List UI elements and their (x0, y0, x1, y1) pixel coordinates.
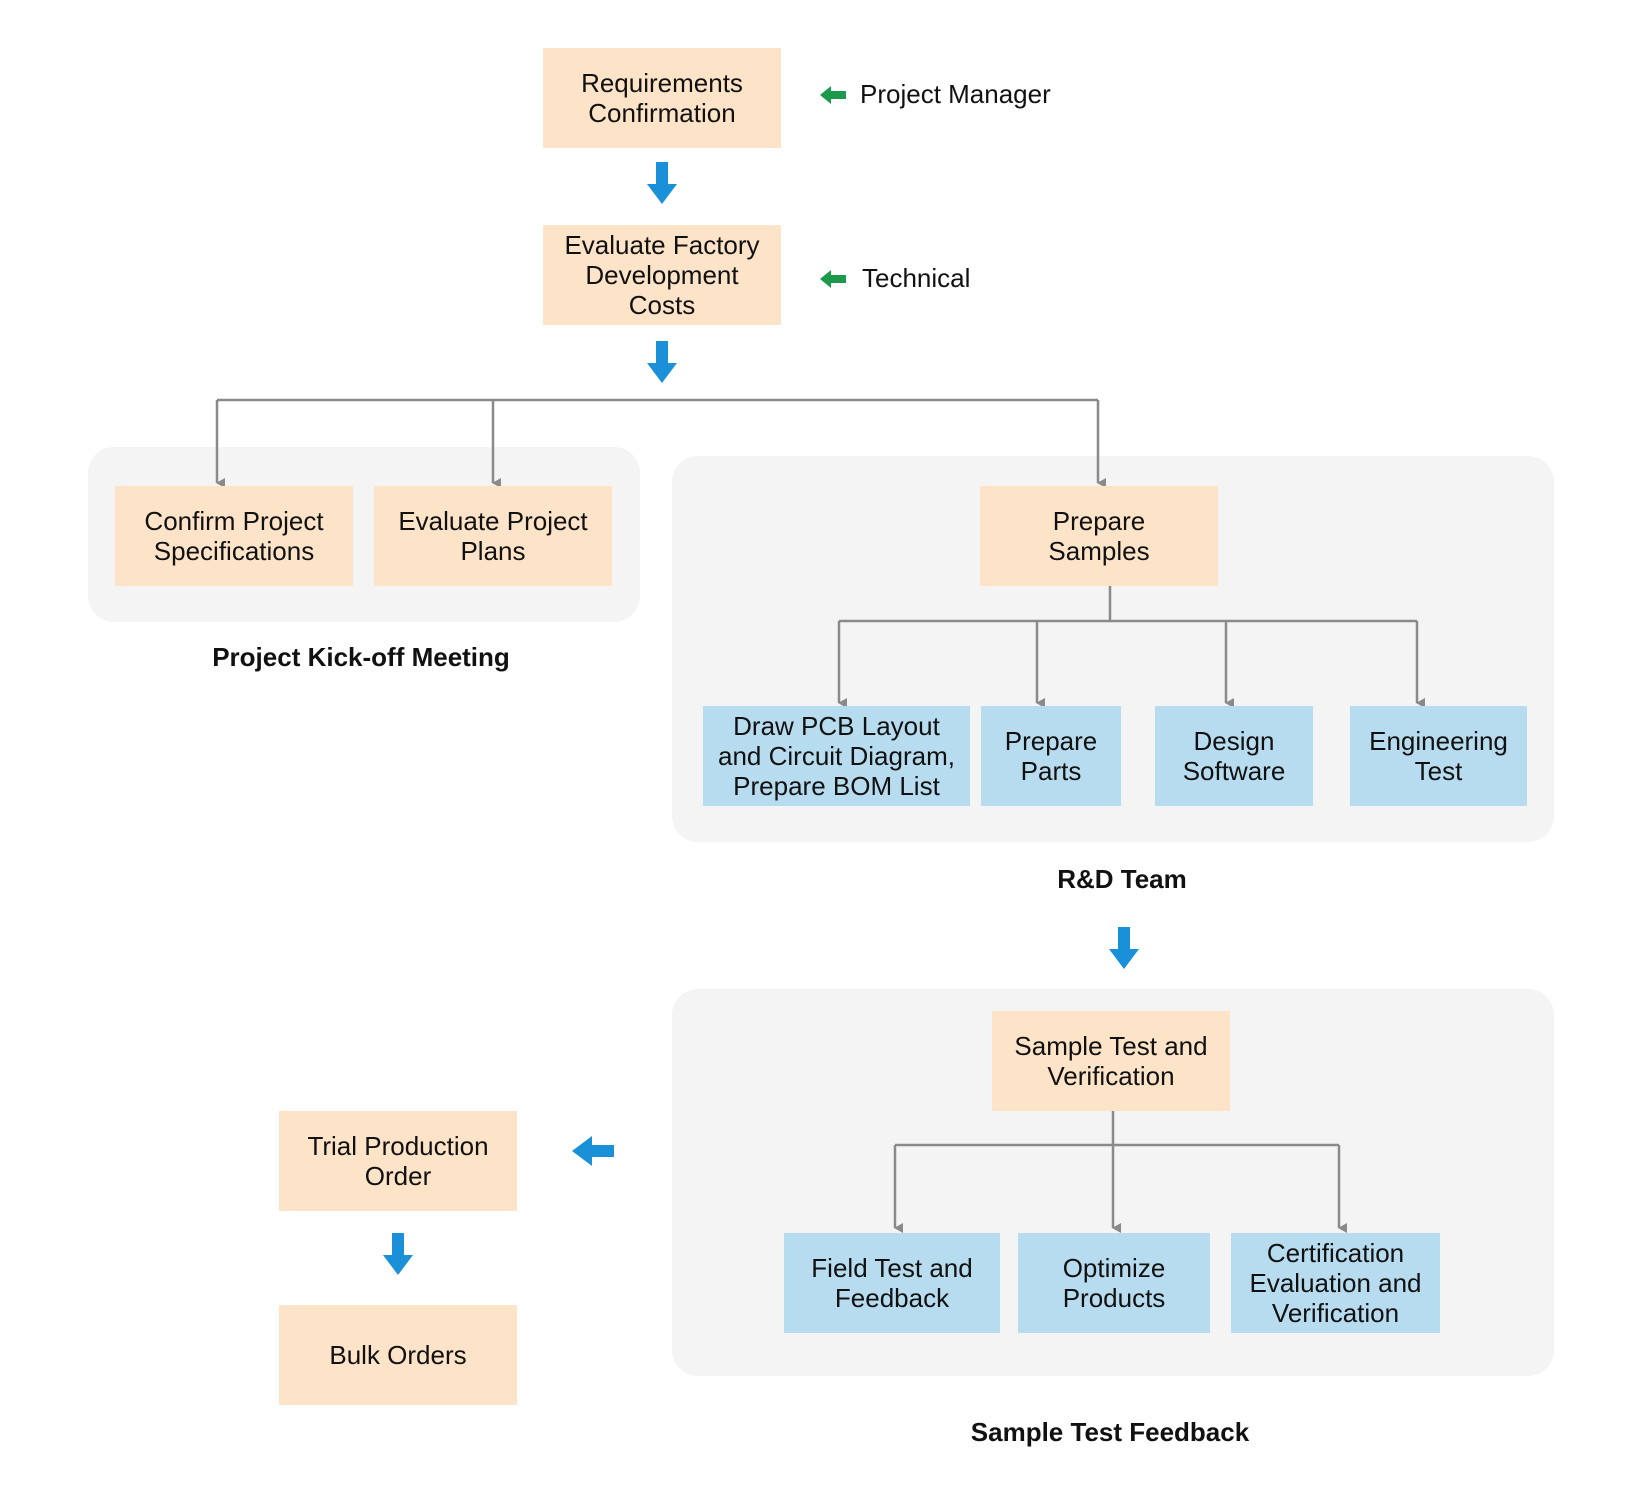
step-evaluate-factory-costs: Evaluate Factory Development Costs (543, 225, 781, 325)
group-label-sample-feedback: Sample Test Feedback (970, 1417, 1250, 1447)
flow-arrow-down-icon (647, 162, 677, 204)
step-prepare-parts: Prepare Parts (981, 706, 1121, 806)
flow-arrow-down-icon (383, 1233, 413, 1275)
role-label-technical: Technical (862, 263, 971, 293)
step-field-test-feedback: Field Test and Feedback (784, 1233, 1000, 1333)
step-optimize-products: Optimize Products (1018, 1233, 1210, 1333)
step-engineering-test: Engineering Test (1350, 706, 1527, 806)
flow-arrow-left-icon (572, 1136, 614, 1166)
step-confirm-project-specs: Confirm Project Specifications (115, 486, 353, 586)
step-trial-production-order: Trial Production Order (279, 1111, 517, 1211)
step-requirements-confirmation: Requirements Confirmation (543, 48, 781, 148)
step-bulk-orders: Bulk Orders (279, 1305, 517, 1405)
flow-arrow-down-icon (647, 341, 677, 383)
step-sample-test-verification: Sample Test and Verification (992, 1011, 1230, 1111)
step-certification-evaluation: Certification Evaluation and Verificatio… (1231, 1233, 1440, 1333)
step-prepare-samples: Prepare Samples (980, 486, 1218, 586)
step-design-software: Design Software (1155, 706, 1313, 806)
role-label-project-manager: Project Manager (860, 79, 1051, 109)
step-draw-pcb-layout: Draw PCB Layout and Circuit Diagram, Pre… (703, 706, 970, 806)
role-arrow-left-icon (820, 86, 846, 104)
group-label-kickoff: Project Kick-off Meeting (212, 642, 510, 672)
flow-arrow-down-icon (1109, 927, 1139, 969)
step-evaluate-project-plans: Evaluate Project Plans (374, 486, 612, 586)
role-arrow-left-icon (820, 270, 846, 288)
group-label-rnd: R&D Team (1057, 864, 1187, 894)
